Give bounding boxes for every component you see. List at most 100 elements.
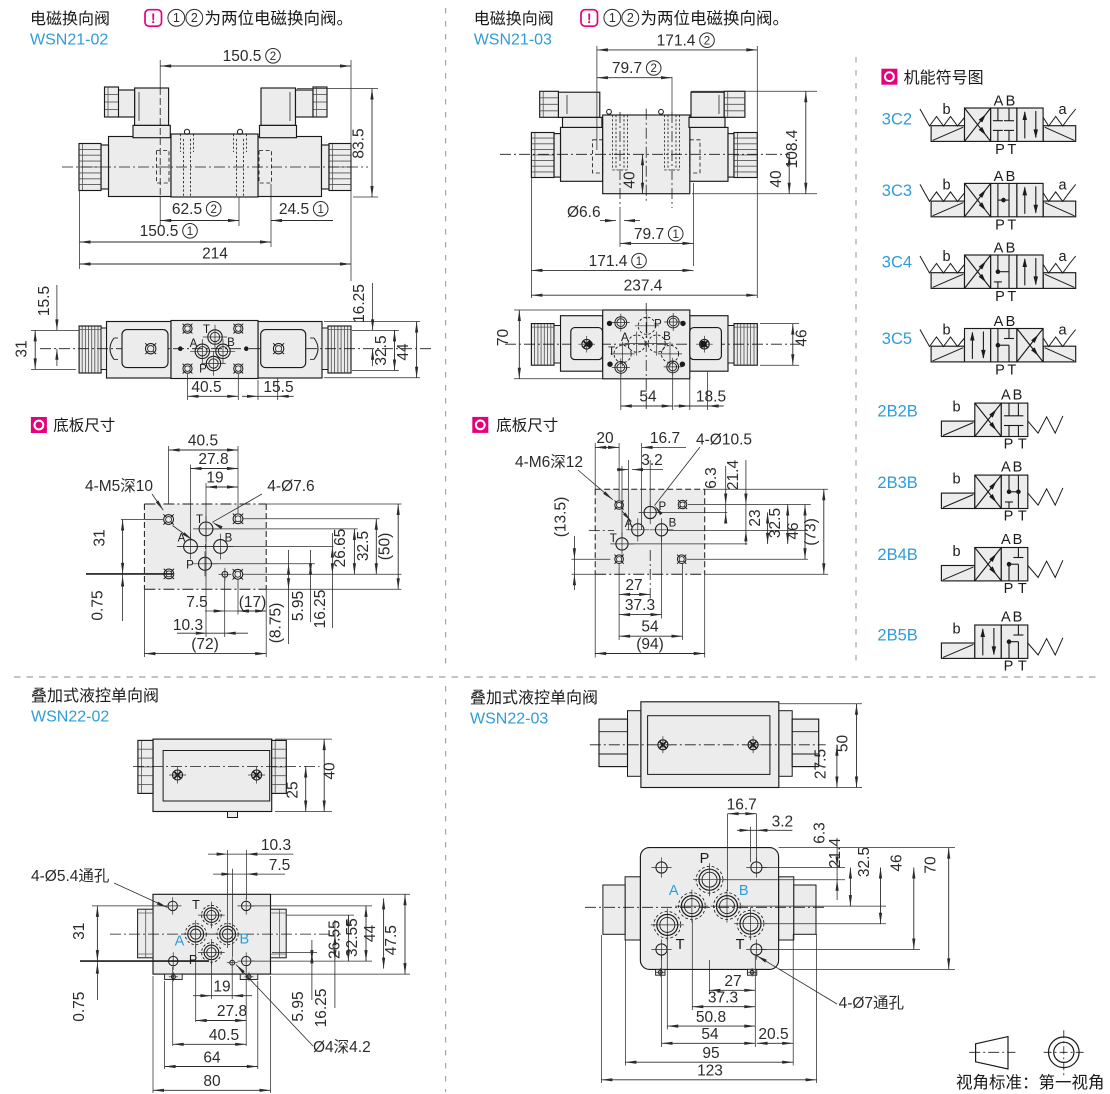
svg-text:B: B [225, 533, 233, 545]
svg-text:B: B [1013, 532, 1023, 548]
svg-text:A: A [1001, 532, 1011, 548]
svg-text:B: B [1006, 93, 1016, 109]
svg-text:P: P [1004, 581, 1014, 597]
svg-text:54: 54 [641, 619, 659, 636]
svg-text:40: 40 [768, 170, 785, 188]
svg-text:6.3: 6.3 [812, 822, 829, 844]
svg-text:4-M5深10: 4-M5深10 [85, 477, 153, 495]
svg-text:31: 31 [14, 340, 31, 357]
svg-text:机能符号图: 机能符号图 [904, 69, 984, 87]
svg-text:25: 25 [285, 781, 302, 798]
svg-text:Ø6.6: Ø6.6 [567, 204, 601, 221]
svg-text:237.4: 237.4 [624, 278, 663, 295]
svg-text:7.5: 7.5 [186, 594, 208, 611]
svg-text:1: 1 [672, 229, 678, 241]
svg-text:P: P [995, 363, 1005, 379]
svg-text:32.55: 32.55 [344, 918, 361, 957]
svg-text:叠加式液控单向阀: 叠加式液控单向阀 [470, 689, 598, 707]
svg-text:A: A [1001, 388, 1011, 404]
svg-text:40.5: 40.5 [188, 433, 218, 450]
svg-text:32.5: 32.5 [373, 335, 390, 365]
svg-text:20: 20 [596, 430, 614, 447]
svg-text:b: b [953, 472, 961, 488]
svg-text:3C5: 3C5 [882, 330, 912, 348]
svg-text:b: b [942, 249, 950, 265]
svg-text:37.3: 37.3 [625, 597, 655, 614]
svg-text:P: P [995, 218, 1005, 234]
svg-text:P: P [199, 364, 207, 376]
svg-text:b: b [942, 323, 950, 339]
svg-text:214: 214 [202, 246, 228, 263]
svg-text:a: a [1058, 323, 1067, 339]
svg-text:(73): (73) [803, 518, 820, 546]
svg-text:P: P [700, 851, 710, 867]
svg-text:0.75: 0.75 [71, 992, 88, 1022]
svg-text:37.3: 37.3 [708, 990, 738, 1007]
svg-text:P: P [995, 142, 1005, 158]
svg-text:WSN21-03: WSN21-03 [474, 32, 552, 49]
svg-text:b: b [953, 400, 961, 416]
svg-text:1: 1 [636, 256, 642, 268]
svg-text:1: 1 [317, 204, 323, 216]
svg-text:32.5: 32.5 [355, 531, 372, 561]
svg-text:95: 95 [702, 1045, 719, 1062]
svg-text:2B3B: 2B3B [877, 474, 917, 492]
svg-text:123: 123 [697, 1063, 723, 1080]
svg-text:15.5: 15.5 [36, 286, 53, 316]
svg-text:P: P [995, 289, 1005, 305]
svg-text:T: T [610, 533, 617, 545]
svg-text:16.7: 16.7 [727, 797, 757, 814]
svg-text:15.5: 15.5 [263, 379, 293, 396]
svg-text:50.8: 50.8 [696, 1009, 726, 1026]
svg-text:32.5: 32.5 [767, 508, 784, 538]
svg-text:T: T [1018, 581, 1027, 597]
svg-text:3.2: 3.2 [641, 452, 663, 469]
svg-text:a: a [1058, 177, 1067, 193]
svg-text:T: T [608, 346, 615, 358]
svg-text:底板尺寸: 底板尺寸 [496, 417, 558, 435]
svg-text:底板尺寸: 底板尺寸 [53, 417, 115, 435]
svg-text:T: T [1007, 218, 1016, 234]
svg-text:16.25: 16.25 [351, 284, 368, 323]
svg-text:18.5: 18.5 [696, 389, 726, 406]
svg-text:27.5: 27.5 [813, 749, 830, 779]
svg-text:40.5: 40.5 [191, 379, 221, 396]
svg-text:叠加式液控单向阀: 叠加式液控单向阀 [31, 687, 159, 705]
svg-text:视角标准：第一视角: 视角标准：第一视角 [956, 1073, 1105, 1092]
svg-text:T: T [196, 514, 203, 526]
svg-text:WSN22-02: WSN22-02 [31, 709, 109, 726]
svg-text:44: 44 [395, 343, 412, 361]
svg-text:44: 44 [362, 925, 379, 943]
svg-text:27: 27 [625, 577, 642, 594]
svg-text:32.5: 32.5 [856, 847, 873, 877]
svg-text:P: P [189, 953, 197, 967]
svg-text:T: T [1018, 509, 1027, 525]
svg-text:70: 70 [923, 856, 940, 874]
svg-text:2: 2 [210, 204, 216, 216]
svg-text:10.3: 10.3 [261, 837, 291, 854]
svg-text:A: A [175, 934, 185, 950]
svg-text:WSN21-02: WSN21-02 [30, 32, 108, 49]
svg-text:46: 46 [785, 522, 802, 539]
svg-text:P: P [1004, 509, 1014, 525]
svg-text:4-M6深12: 4-M6深12 [515, 453, 583, 471]
svg-text:(50): (50) [377, 533, 394, 561]
svg-text:!: ! [151, 11, 156, 26]
svg-text:电磁换向阀: 电磁换向阀 [474, 10, 554, 28]
svg-text:(13.5): (13.5) [553, 497, 570, 538]
svg-text:T: T [1007, 142, 1016, 158]
svg-text:16.7: 16.7 [650, 430, 680, 447]
svg-text:2B5B: 2B5B [877, 627, 917, 645]
svg-text:16.25: 16.25 [313, 989, 330, 1028]
svg-text:27.8: 27.8 [217, 1003, 247, 1020]
svg-text:80: 80 [203, 1073, 221, 1090]
svg-text:19: 19 [206, 470, 223, 487]
svg-text:T: T [203, 324, 210, 336]
svg-text:B: B [1013, 388, 1023, 404]
svg-text:T: T [1018, 658, 1027, 674]
svg-text:P: P [654, 319, 662, 331]
svg-text:2: 2 [704, 35, 710, 47]
svg-text:26.65: 26.65 [332, 529, 349, 568]
svg-text:7.5: 7.5 [269, 857, 291, 874]
svg-text:40.5: 40.5 [209, 1027, 239, 1044]
